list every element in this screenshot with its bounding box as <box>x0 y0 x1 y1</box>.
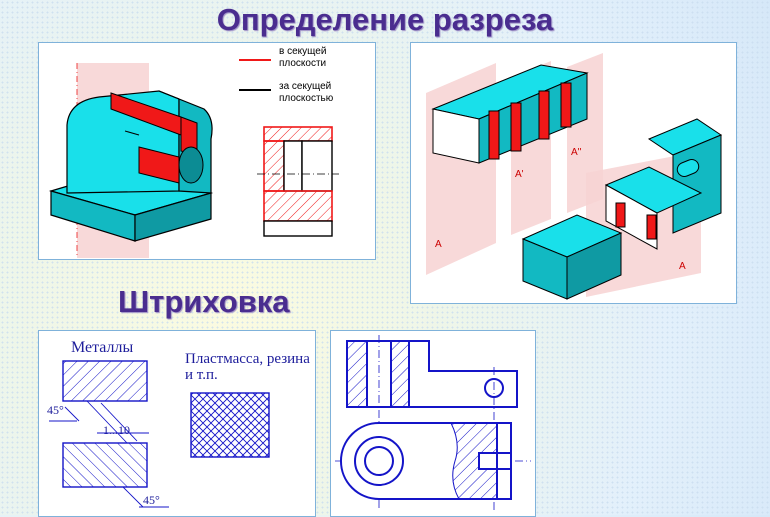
hatching-samples <box>49 360 270 508</box>
angle-label-top: 45° <box>47 403 64 417</box>
front-view-inner-circle <box>364 446 394 476</box>
lower-back-side <box>672 134 722 234</box>
plane-label-a: А <box>435 239 442 250</box>
upper-side <box>478 72 588 164</box>
multiple-sections-panel: А А' А'' А <box>410 42 737 304</box>
cut-strip-3 <box>538 90 550 140</box>
lower-cut-strip-2 <box>646 214 657 240</box>
section-bore <box>283 140 303 192</box>
plane-label-a2: А'' <box>571 147 582 158</box>
spacing-label: 1...10 <box>103 423 130 437</box>
hatching-types-panel: Металлы Пластмасса, резина и т.п. 45° 1.… <box>38 330 316 517</box>
upper-front-left <box>432 108 480 164</box>
page-title: Определение разреза <box>216 2 554 37</box>
bracket-base-side <box>134 192 212 242</box>
front-view-outer-circle <box>354 436 404 486</box>
metals-label: Металлы <box>71 339 134 356</box>
cut-strip-4 <box>560 82 572 128</box>
part-orthographic-drawing <box>335 335 531 511</box>
cut-strip-2 <box>510 102 522 152</box>
hatching-title: Штриховка <box>118 284 290 319</box>
bore-hole <box>178 146 204 184</box>
lower-cut-front <box>605 184 658 250</box>
section-base <box>263 190 333 222</box>
section-left-wall <box>263 140 285 192</box>
metal-hatch-sample-1 <box>62 360 148 402</box>
lower-slot <box>676 159 700 177</box>
legend-behind-plane-label: за секущей плоскостью <box>279 81 334 104</box>
legend-in-plane-label: в секущей плоскости <box>279 46 327 69</box>
lower-cut-strip-1 <box>615 202 626 228</box>
cut-strip-1 <box>488 110 500 160</box>
cut-face-bore <box>138 146 180 184</box>
removed-side <box>566 232 622 300</box>
plastic-hatch-sample <box>190 392 270 458</box>
top-view-arm <box>408 340 518 408</box>
metal-hatch-sample-2 <box>62 442 148 488</box>
bracket-section-drawing <box>48 59 339 258</box>
complex-section-drawing <box>426 53 723 300</box>
angle-label-bottom: 45° <box>143 493 160 507</box>
plane-label-a1: А' <box>515 169 524 180</box>
plane-label-a3: А <box>679 261 686 272</box>
part-drawing-panel <box>330 330 536 517</box>
section-top-band <box>263 126 333 142</box>
plastics-label: Пластмасса, резина и т.п. <box>185 351 310 383</box>
section-definition-panel: в секущей плоскости за секущей плоскость… <box>38 42 376 260</box>
